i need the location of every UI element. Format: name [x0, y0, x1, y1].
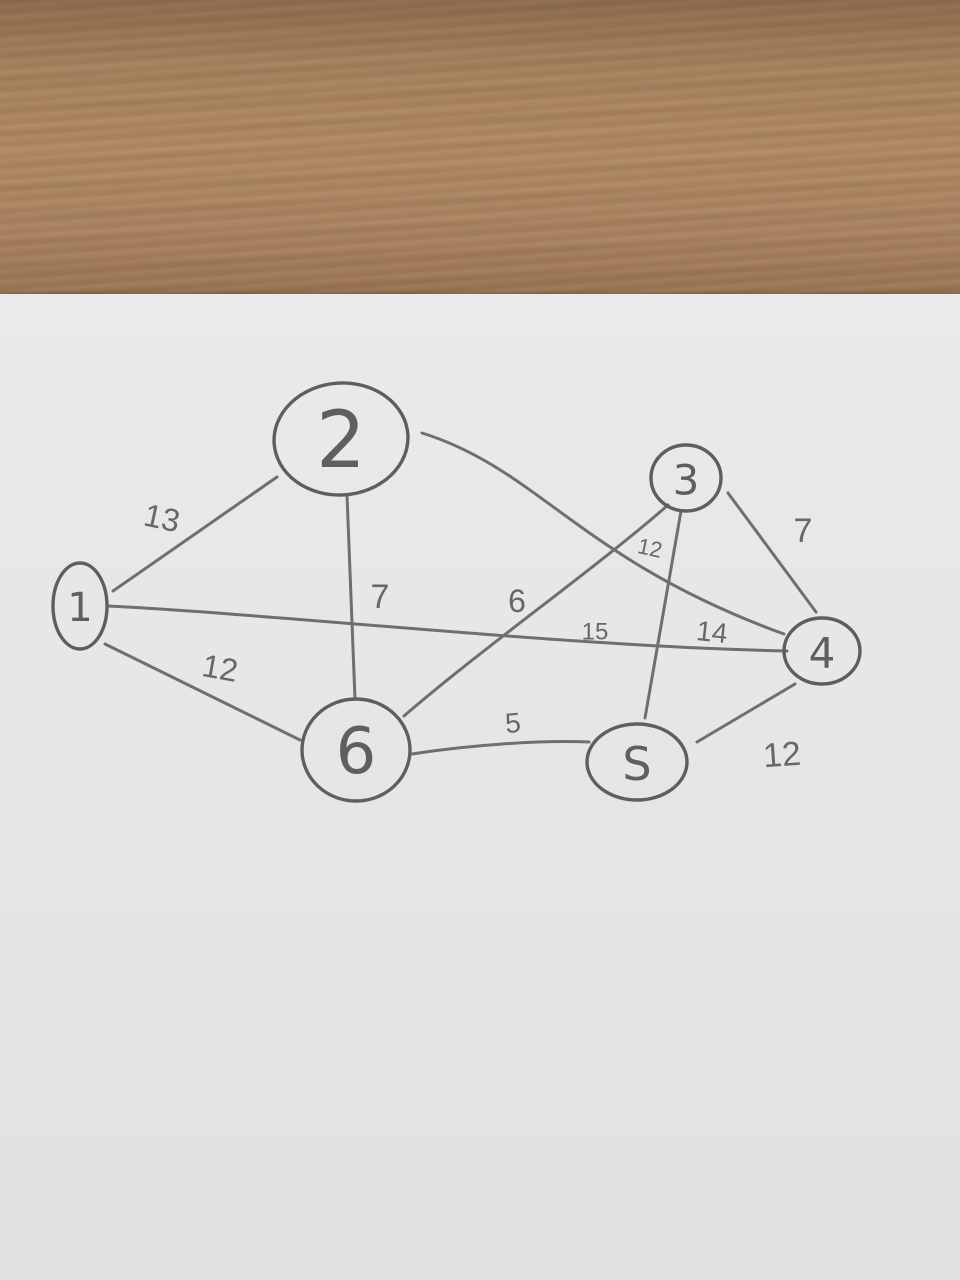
edge-weight-1-4: 15 [582, 619, 609, 646]
node-label: 4 [809, 629, 836, 678]
node-circle [585, 722, 689, 802]
node-circle [782, 616, 862, 686]
node-3: 3 [649, 443, 723, 513]
node-4: 4 [782, 616, 862, 686]
edge-weight-2-6: 7 [371, 578, 390, 616]
node-6: 6 [300, 697, 412, 803]
node-label: 3 [673, 456, 700, 505]
node-circle [649, 443, 723, 513]
edge-weight-3-5: 12 [635, 533, 664, 563]
edge-weight-2-4: 14 [695, 615, 729, 649]
edge-5-4 [695, 682, 797, 744]
edge-weight-6-5: 5 [504, 707, 522, 739]
edge-weight-1-6: 12 [199, 647, 240, 689]
edge-1-6 [103, 642, 302, 742]
edge-weight-1-2: 13 [141, 497, 183, 540]
node-circle [272, 381, 410, 497]
edge-weight-3-4: 7 [794, 512, 813, 550]
edge-6-5 [410, 740, 591, 756]
node-label: S [622, 737, 651, 791]
node-label: 1 [67, 585, 92, 631]
edge-weight-5-4: 12 [762, 735, 802, 776]
edges-layer [103, 431, 818, 756]
node-5: S [585, 722, 689, 802]
edge-3-6 [402, 503, 670, 718]
node-label: 2 [316, 396, 366, 486]
wooden-table-surface [0, 0, 960, 300]
edge-2-4 [420, 431, 786, 636]
node-circle [51, 561, 109, 651]
edge-1-4 [106, 604, 789, 653]
edge-3-4 [726, 491, 818, 614]
node-2: 2 [272, 381, 410, 497]
edge-1-2 [111, 475, 279, 593]
edge-weight-3-6: 6 [508, 583, 526, 619]
edge-labels-layer: 13 12 15 7 14 6 12 7 5 12 [141, 497, 813, 776]
edge-3-5 [643, 509, 683, 720]
node-circle [300, 697, 412, 803]
node-1: 1 [51, 561, 109, 651]
edge-2-6 [345, 493, 357, 701]
node-label: 6 [336, 715, 377, 789]
